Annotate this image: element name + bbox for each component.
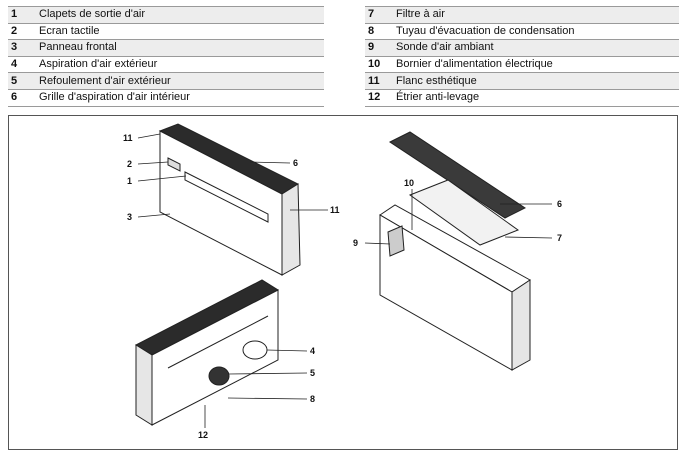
callout-label: 6 [293,158,298,168]
side-flank [281,183,301,276]
legend-number: 3 [8,39,36,57]
callout-label: 2 [127,159,132,169]
air-filter-exploded [408,179,520,246]
open-view-unit [379,131,531,371]
front-leaders [137,133,328,218]
terminal-block [387,225,405,257]
callout-label: 11 [330,205,340,215]
legend-label: Aspiration d'air extérieur [36,55,324,74]
front-view-unit [158,123,301,276]
callout-label: 11 [123,133,133,143]
rear-side-flank [135,344,153,426]
callout-label: 6 [557,199,562,209]
open-unit-flank [511,279,531,371]
legend-number: 5 [8,72,36,90]
callout-label: 5 [310,368,315,378]
legend-label: Étrier anti-levage [393,88,679,107]
legend-label: Grille d'aspiration d'air intérieur [36,88,324,107]
callout-label: 12 [198,430,208,440]
legend-number: 12 [365,88,393,107]
open-leaders [364,189,553,245]
rear-leaders [204,349,308,428]
outdoor-air-intake [242,340,268,360]
legend-label: Filtre à air [393,6,679,24]
intake-grille-exploded [389,131,526,219]
callout-label: 7 [557,233,562,243]
callout-label: 9 [353,238,358,248]
rear-panel-seam [167,315,269,369]
callout-label: 10 [404,178,414,188]
callout-label: 4 [310,346,315,356]
callout-label: 3 [127,212,132,222]
legend-label: Clapets de sortie d'air [36,6,324,24]
legend-label: Bornier d'alimentation électrique [393,55,679,74]
touch-screen [167,157,181,172]
legend-number: 6 [8,88,36,107]
callout-label: 1 [127,176,132,186]
callout-label: 8 [310,394,315,404]
rear-view-unit [134,279,280,426]
legend-label: Flanc esthétique [393,72,679,90]
legend-number: 11 [365,72,393,90]
outdoor-air-outlet [208,366,230,386]
outlet-flaps [184,171,269,223]
legend-label: Refoulement d'air extérieur [36,72,324,90]
illustration-frame [8,115,678,450]
